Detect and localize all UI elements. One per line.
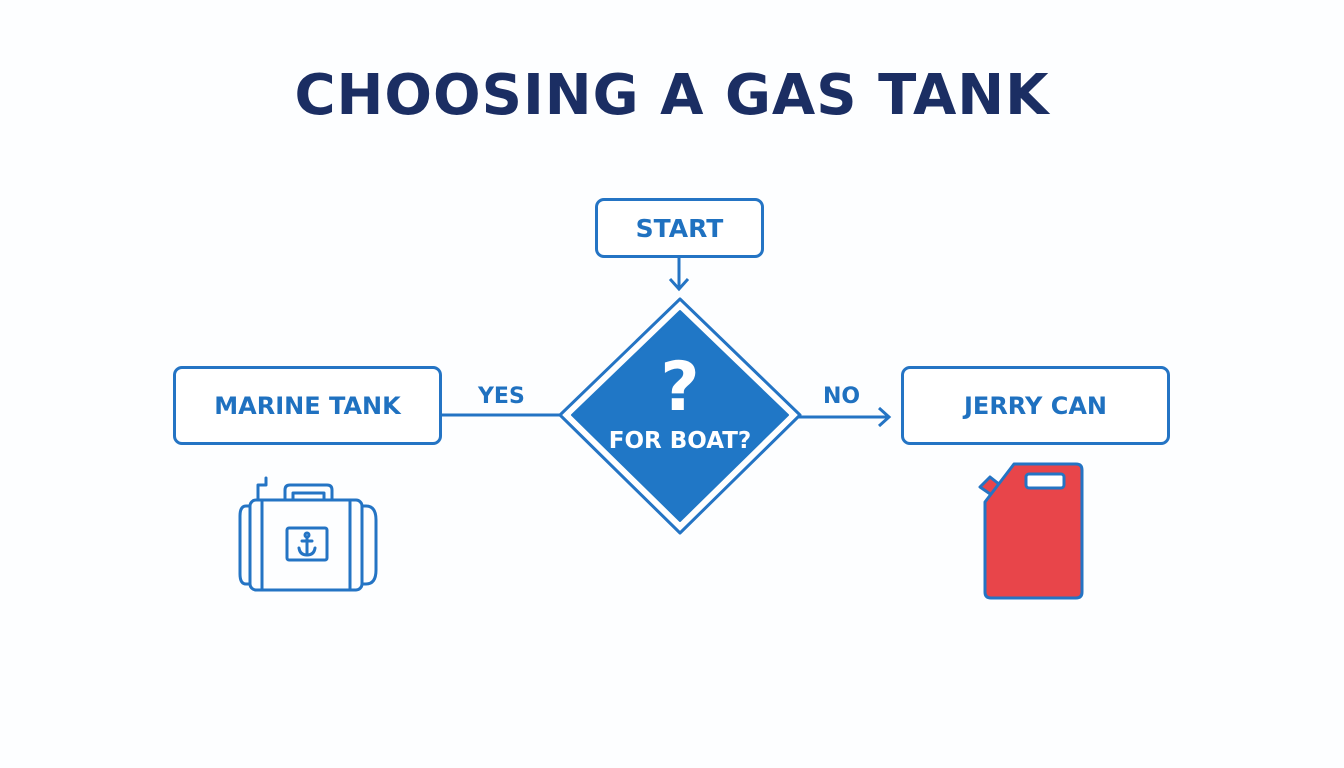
jerry-can-node: JERRY CAN	[901, 366, 1170, 445]
question-mark-icon: ?	[660, 348, 699, 418]
diagram-title: CHOOSING A GAS TANK	[294, 63, 1050, 128]
start-node: START	[595, 198, 764, 258]
jerry-can-icon	[978, 462, 1084, 600]
decision-diamond	[558, 297, 802, 535]
no-edge-label: NO	[823, 384, 861, 409]
yes-edge-label: YES	[478, 384, 525, 409]
marine-tank-node: MARINE TANK	[173, 366, 442, 445]
decision-label: FOR BOAT?	[608, 428, 752, 454]
start-to-decision-arrow	[668, 258, 690, 292]
marine-fuel-tank-icon	[238, 476, 378, 592]
decision-symbol: ?	[660, 348, 699, 418]
no-connector-arrow	[798, 406, 892, 428]
